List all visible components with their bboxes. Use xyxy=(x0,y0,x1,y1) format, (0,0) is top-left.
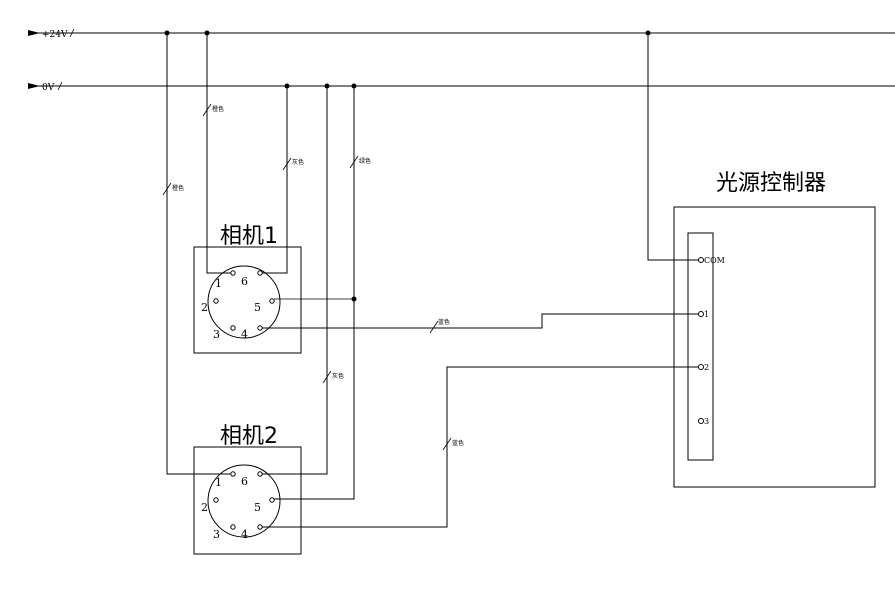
bus-0v-arrow-icon xyxy=(28,83,40,89)
wire-label-blue-b: 蓝色 xyxy=(452,439,464,447)
wire-24v-cam2 xyxy=(166,33,231,475)
bus-0v-label: 0V xyxy=(42,83,55,93)
wire-green-trigger xyxy=(274,86,355,500)
camera-1-pin-2: 2 xyxy=(201,301,208,314)
camera-1-box xyxy=(193,246,302,354)
controller-terminal-com: COM xyxy=(704,256,725,265)
camera-2-pin-4: 4 xyxy=(241,528,248,541)
wire-0v-cam1 xyxy=(262,86,288,274)
wire-label-green-a: 绿色 xyxy=(359,157,371,165)
bus-24v-arrow-icon xyxy=(28,30,40,36)
controller-terminal-1: 1 xyxy=(704,310,709,319)
bus-24v: +24V xyxy=(28,28,895,40)
wire-label-orange-b: 橙色 xyxy=(172,184,184,192)
camera-2-box xyxy=(193,446,302,555)
bus-0v: 0V xyxy=(28,81,895,93)
wire-label-orange-a: 橙色 xyxy=(212,105,224,113)
wire-cam2-ctrl2 xyxy=(262,366,698,528)
camera-2-title: 相机2 xyxy=(220,424,278,449)
camera-2-pin-1: 1 xyxy=(215,476,222,489)
camera-1-pin-4: 4 xyxy=(241,328,248,341)
wire-0v-cam2 xyxy=(262,86,328,475)
camera-2-pin-5: 5 xyxy=(254,501,261,514)
camera-2-pin-3: 3 xyxy=(213,528,220,541)
wire-label-gray-a: 灰色 xyxy=(292,158,304,166)
camera-1-pin-6: 6 xyxy=(241,275,248,288)
camera-1-title: 相机1 xyxy=(220,224,278,249)
camera-1-pin-5: 5 xyxy=(254,301,261,314)
wires: 橙色 灰色 绿色 橙色 灰色 蓝色 蓝色 xyxy=(162,33,698,528)
wire-24v-cam1 xyxy=(206,33,231,274)
bus-24v-label: +24V xyxy=(42,30,68,40)
controller-terminal-3: 3 xyxy=(704,417,709,426)
wire-cam1-ctrl1 xyxy=(262,313,698,329)
camera-2: 相机2 1 6 2 5 3 4 xyxy=(193,424,302,555)
wire-24v-com xyxy=(647,33,698,261)
camera-1-connector xyxy=(207,265,281,339)
camera-1-pin-3: 3 xyxy=(213,328,220,341)
controller-terminal-2: 2 xyxy=(704,363,709,372)
camera-2-connector xyxy=(207,464,281,538)
wire-label-blue-a: 蓝色 xyxy=(438,318,450,326)
camera-1-pin-1: 1 xyxy=(215,277,222,290)
controller-title: 光源控制器 xyxy=(716,171,826,196)
wire-label-gray-b: 灰色 xyxy=(332,372,344,380)
light-controller: 光源控制器 COM 1 2 3 xyxy=(673,171,876,488)
camera-1: 相机1 1 6 2 5 3 4 xyxy=(193,224,302,354)
camera-2-pin-6: 6 xyxy=(241,475,248,488)
controller-terminal-block xyxy=(687,232,714,461)
camera-2-pin-2: 2 xyxy=(201,501,208,514)
controller-box xyxy=(673,206,876,488)
